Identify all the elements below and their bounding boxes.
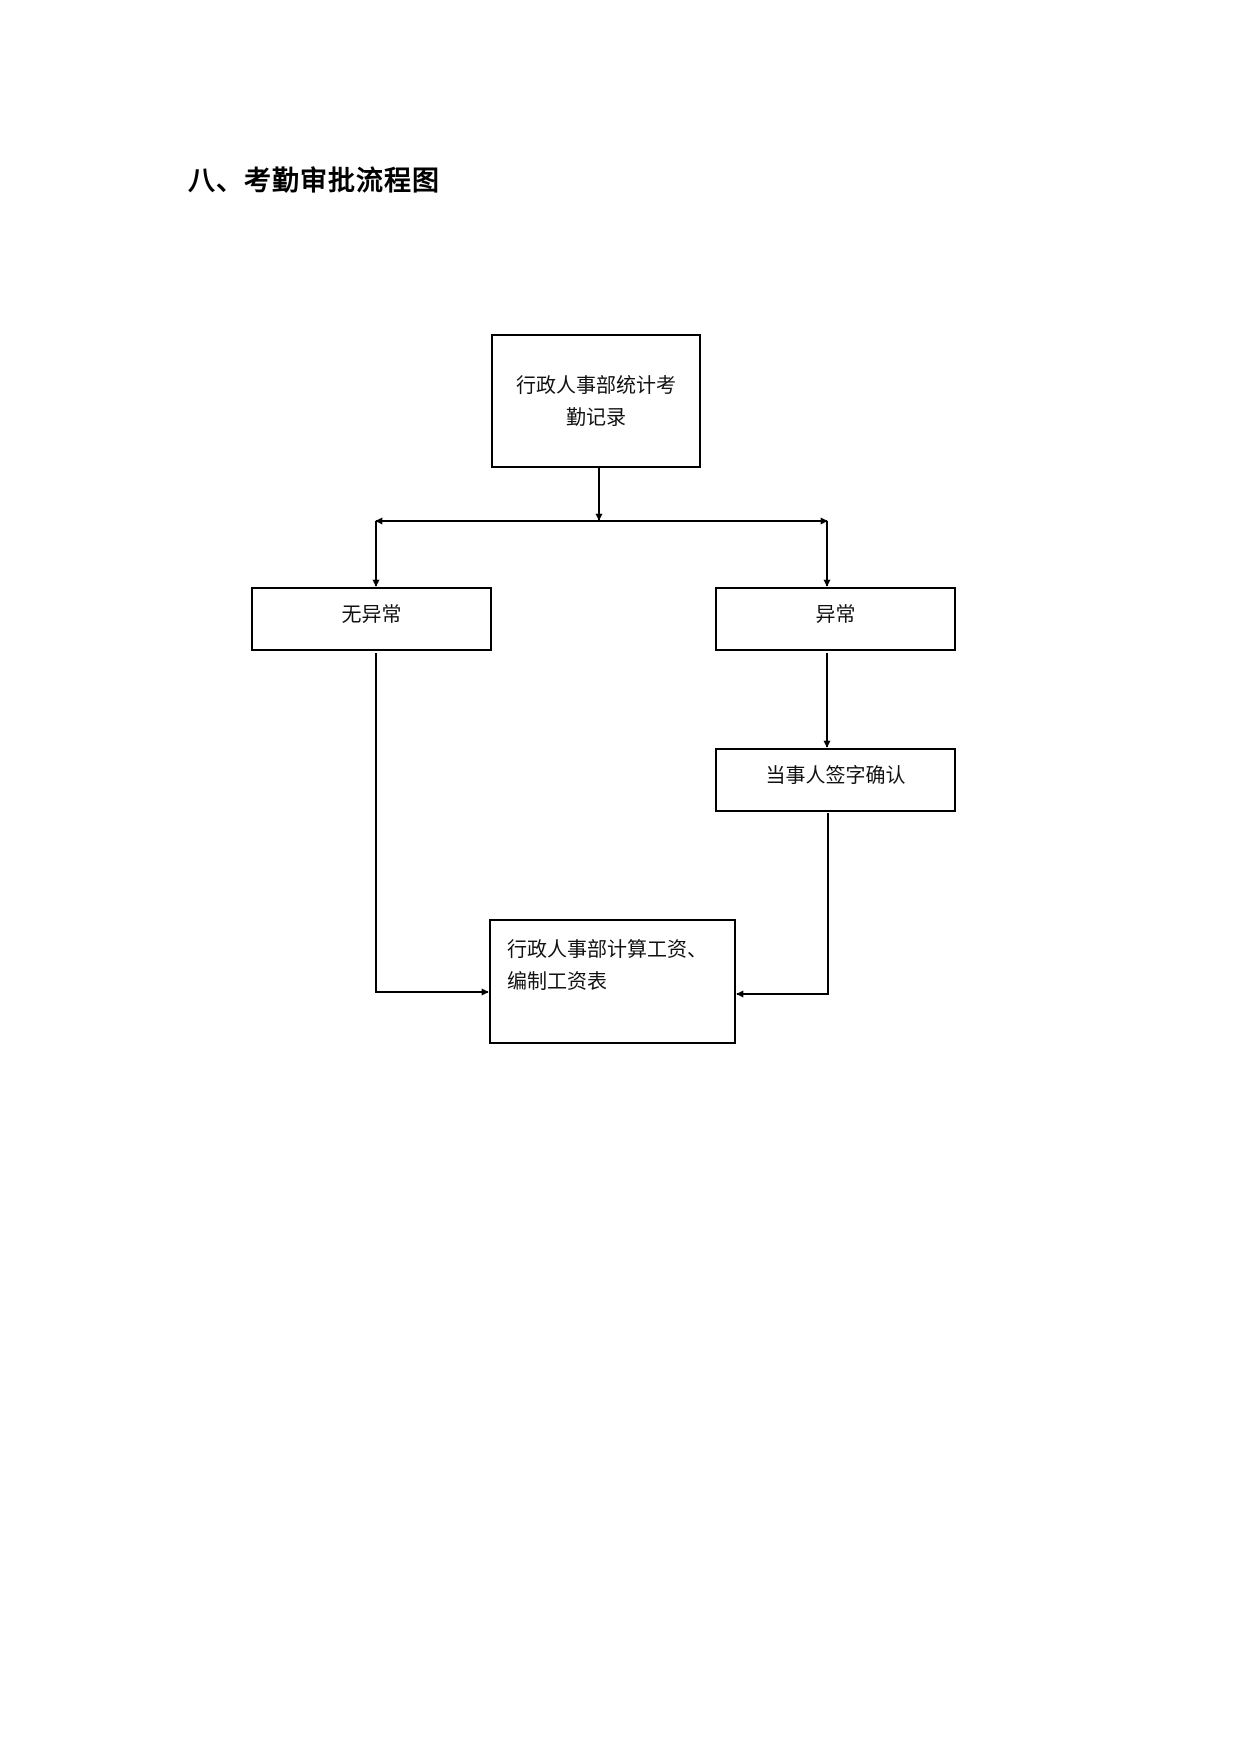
node-attendance-statistics: 行政人事部统计考 勤记录 [491, 334, 701, 468]
node-attendance-statistics-line1: 行政人事部统计考 [516, 373, 676, 397]
connector-confirm-to-payroll [736, 813, 829, 998]
node-payroll-calculation-line1: 行政人事部计算工资、 [507, 937, 707, 961]
node-anomaly: 异常 [715, 587, 956, 651]
node-party-signature-confirm-label: 当事人签字确认 [765, 763, 906, 787]
node-party-signature-confirm: 当事人签字确认 [715, 748, 956, 812]
node-anomaly-label: 异常 [815, 602, 856, 626]
node-payroll-calculation: 行政人事部计算工资、 编制工资表 [489, 919, 736, 1044]
page-title: 八、考勤审批流程图 [188, 166, 440, 197]
node-no-anomaly-label: 无异常 [341, 602, 402, 626]
connector-normal-to-payroll [375, 653, 489, 996]
node-no-anomaly: 无异常 [251, 587, 492, 651]
node-payroll-calculation-line2: 编制工资表 [507, 969, 607, 993]
node-attendance-statistics-line2: 勤记录 [566, 405, 626, 429]
